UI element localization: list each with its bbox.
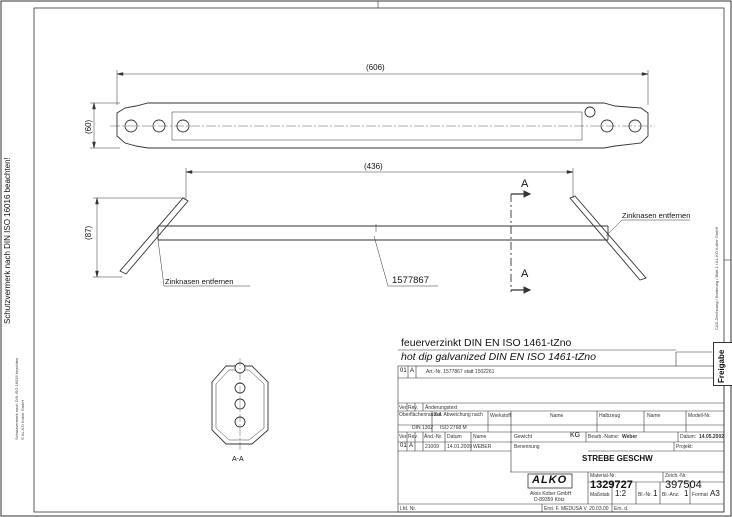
name-label-1: Name — [550, 413, 564, 419]
col-index-2: Rev. — [408, 434, 418, 440]
scale-value: 1:2 — [615, 489, 627, 498]
section-cut-line — [510, 190, 532, 294]
werkstoff-label: Werkstoff — [490, 413, 511, 419]
finish-german: feuerverzinkt DIN EN ISO 1461-tZno — [401, 337, 572, 349]
bearb-name: Weber — [622, 434, 638, 440]
side-view — [119, 195, 647, 281]
alko-logo: ALKO — [532, 474, 568, 486]
surface-label: Oberflächenrauheit — [399, 412, 442, 418]
material-label: Material-Nr. — [590, 473, 616, 479]
format-label: Format — [692, 492, 708, 498]
format-value: A3 — [710, 489, 720, 498]
title-block-grid — [397, 349, 725, 513]
rev-letter: A — [410, 368, 415, 374]
dimension-lines-side — [93, 168, 574, 278]
note-zinc-right: Zinknasen entfernen — [622, 211, 691, 220]
tolerance-label: Zul. Abweichung nach — [434, 412, 483, 418]
name-label-col: Name — [473, 434, 487, 440]
protection-note-main: Schutzvermerk nach DIN ISO 16016 beachte… — [3, 157, 12, 324]
company-name: Alois Kober GmbH — [530, 491, 572, 497]
halbzeug-label: Halbzeug — [599, 413, 621, 419]
company-city: D-89359 Kötz — [534, 497, 565, 503]
gewicht-label: Gewicht — [514, 434, 533, 440]
datum-value: 14.05.2002 — [699, 434, 725, 440]
sheet-count: 1 — [684, 489, 689, 498]
col-aenderung: Änderungstext — [425, 405, 458, 411]
dim-height-side: (87) — [84, 225, 93, 240]
row-letter: A — [409, 443, 414, 449]
section-view-aa — [211, 358, 269, 450]
right-margin-note: CAD-Zeichnung / Änderung / Blatt 1 / AL-… — [714, 226, 719, 330]
release-stamp: Freigabe — [713, 342, 732, 386]
col-index: Rev. — [408, 405, 418, 411]
note-zinc-left: Zinknasen entfernen — [165, 277, 234, 286]
material-number: 1329727 — [590, 479, 633, 491]
iso-2768: ISO 2768 M — [440, 425, 467, 431]
created-note: Erst. F. MEDUSA V. 20.03.00 — [544, 506, 609, 512]
rev-index: 01 — [400, 368, 407, 374]
col-rev: Ver. — [399, 405, 408, 411]
row-name: WEBER — [473, 444, 492, 450]
replaces-label: Ers. d. — [614, 506, 629, 512]
row-index: 01 — [400, 443, 407, 449]
running-no-label: Lfd. Nr. — [400, 506, 417, 512]
drawing-title: STREBE GESCHW — [582, 454, 653, 463]
rev-note: Art.-Nr. 1577867 statt 1502261 — [426, 369, 495, 375]
section-mark-a-bottom: A — [521, 268, 529, 280]
datum-label-col: Datum — [447, 434, 462, 440]
alko-logo-box — [527, 473, 573, 489]
finish-english: hot dip galvanized DIN EN ISO 1461-tZno — [401, 351, 596, 363]
protection-note-sub1: Schutzvermerk nach DIN ISO 16016 beachte… — [14, 357, 19, 440]
dim-height-top: (60) — [84, 119, 93, 134]
sheet-no-label: Bl.-Nr. — [638, 492, 652, 498]
row-date: 14.01.2009 — [447, 444, 473, 450]
kg-unit: KG — [570, 432, 581, 439]
dimension-lines-top — [90, 70, 649, 149]
name-label-2: Name — [647, 413, 661, 419]
project-label: Projekt: — [676, 444, 693, 450]
drawing-number: 397504 — [665, 479, 702, 491]
sheet-no: 1 — [653, 489, 658, 498]
benennung-label: Benennung — [514, 444, 540, 450]
dim-length-side: (436) — [364, 162, 383, 171]
top-view — [110, 102, 655, 149]
section-mark-a-top: A — [521, 178, 529, 190]
col-rev-2: Ver. — [399, 434, 408, 440]
scale-label: Maßstab — [590, 492, 610, 498]
zeich-label: Zeich.-Nr. — [665, 473, 687, 479]
din-1302: DIN 1302 — [412, 425, 434, 431]
section-label-aa: A-A — [232, 456, 244, 463]
part-number-label: 1577867 — [392, 275, 429, 286]
sheet-count-label: Bl.-Anz. — [662, 492, 680, 498]
modell-label: Modell-Nr. — [688, 413, 711, 419]
datum-label: Datum: — [680, 434, 697, 440]
dim-length-top: (606) — [366, 63, 385, 72]
protection-note-sub2: © AL-KO Kober GmbH — [20, 399, 25, 440]
row-aend: 21009 — [425, 444, 439, 450]
bearb-label: Bearb.-Name: — [588, 434, 620, 440]
leader-lines — [157, 219, 690, 287]
aend-nr-label: Änd.-Nr. — [424, 434, 443, 440]
release-label: Freigabe — [717, 349, 726, 383]
